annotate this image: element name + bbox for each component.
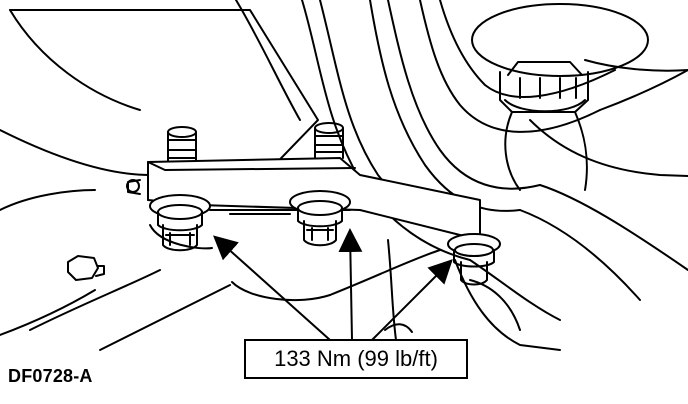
- arrow-icon: [338, 228, 363, 341]
- upper-fitting: [471, 3, 649, 191]
- flange-nut-center: [289, 190, 351, 247]
- upper-studs: [167, 122, 344, 166]
- torque-callout: 133 Nm (99 lb/ft): [244, 339, 468, 379]
- flange-nut-right: [447, 233, 501, 286]
- flange-nut-left: [149, 194, 211, 252]
- body-panel: [0, 0, 319, 211]
- frame-rails: [0, 224, 561, 351]
- arrow-icon: [213, 235, 331, 341]
- small-nut: [67, 255, 105, 281]
- figure-id: DF0728-A: [8, 366, 93, 386]
- arrow-icon: [371, 259, 453, 341]
- callout-arrows: [213, 228, 453, 341]
- torque-label: 133 Nm (99 lb/ft): [274, 346, 438, 371]
- exhaust-pipes: [301, 0, 688, 321]
